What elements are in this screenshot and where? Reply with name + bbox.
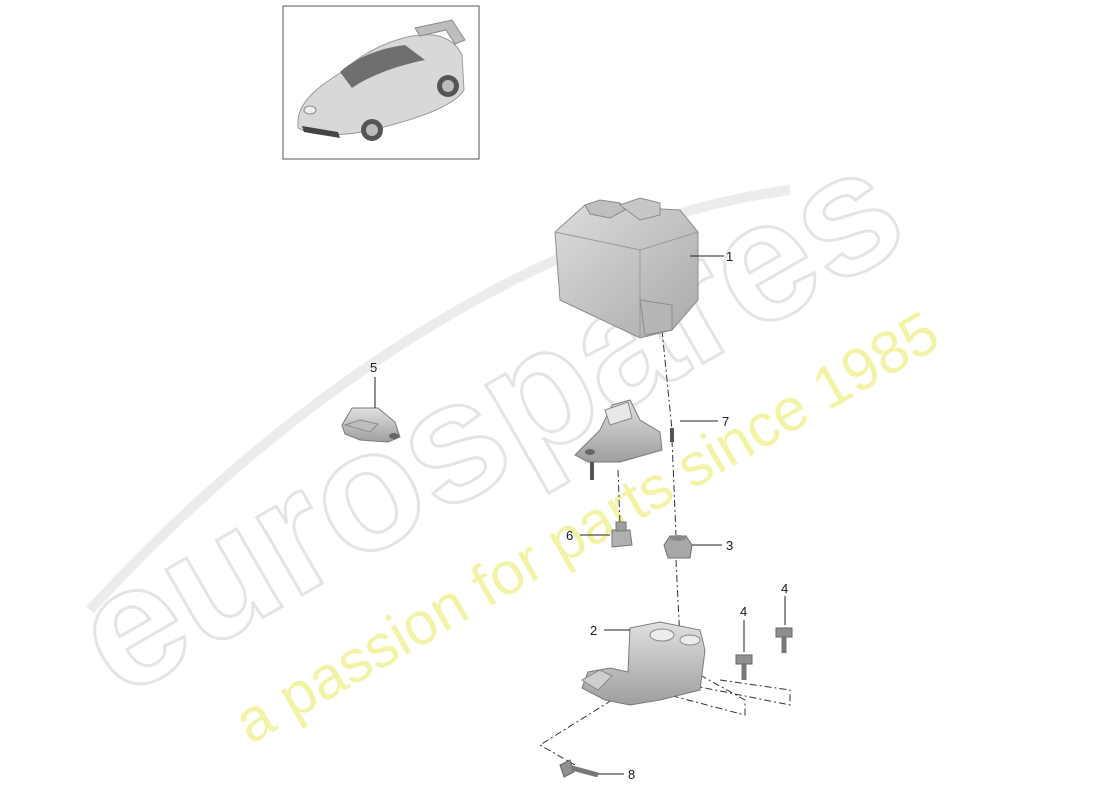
sensor-module: [341, 407, 401, 443]
watermark-swoosh: [86, 185, 791, 614]
callout-label-4a: 4: [740, 604, 747, 619]
callout-labels: 1 2 3 4 4 5 6 7 8: [370, 249, 788, 782]
bolt-small: [611, 521, 633, 548]
assembly-line: [617, 469, 621, 526]
assembly-line: [671, 439, 677, 536]
callout-label-1: 1: [726, 249, 733, 264]
mounting-bracket-lower: [581, 621, 706, 706]
callout-label-2: 2: [590, 623, 597, 638]
assembly-line: [649, 674, 746, 716]
watermark: eurospares a passion for parts since 198…: [42, 108, 950, 757]
callout-label-6: 6: [566, 528, 573, 543]
bolt-long: [559, 759, 599, 778]
callout-label-8: 8: [628, 767, 635, 782]
callout-label-3: 3: [726, 538, 733, 553]
bolt: [735, 654, 753, 680]
bolt: [775, 627, 793, 653]
callout-leaders: [374, 255, 786, 775]
car-thumbnail: [282, 5, 480, 160]
assembly-line: [689, 679, 791, 706]
upper-bracket: [574, 399, 674, 480]
assembly-line: [539, 699, 613, 766]
rubber-mount: [663, 535, 693, 559]
assembly-line: [661, 329, 673, 431]
abs-hydraulic-unit: [554, 197, 699, 339]
callout-label-4b: 4: [781, 581, 788, 596]
callout-label-5: 5: [370, 360, 377, 375]
callout-label-7: 7: [722, 414, 729, 429]
car-illustration: [297, 19, 466, 141]
